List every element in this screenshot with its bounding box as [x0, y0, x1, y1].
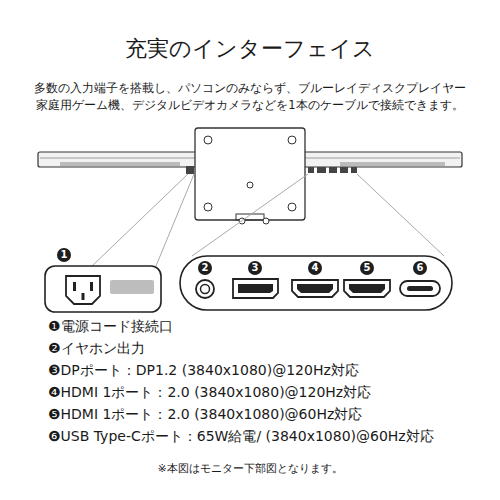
port-list-item: ❸DPポート：DP1.2 (3840x1080)@120Hz対応	[48, 362, 359, 379]
screw	[204, 203, 212, 211]
callout-number: 3	[248, 261, 262, 275]
callout-digit: 1	[61, 250, 68, 260]
callout-digit: 3	[252, 263, 259, 273]
leader-line	[357, 174, 444, 256]
stand-plate-outline	[195, 128, 305, 220]
screw	[288, 203, 296, 211]
port-small	[329, 167, 337, 173]
power-port-small	[186, 166, 194, 174]
power-box-outline	[45, 266, 161, 312]
power-switch	[110, 280, 154, 294]
vent	[340, 162, 445, 166]
port-box	[180, 256, 452, 310]
hdmi-port	[292, 280, 338, 297]
callout-number: 4	[308, 261, 322, 275]
callout-number: 2	[198, 261, 212, 275]
power-box	[45, 266, 161, 312]
earphone-jack-inner	[201, 285, 210, 294]
pin	[82, 293, 85, 300]
usb-c-port-inner	[407, 286, 433, 291]
screw	[263, 218, 269, 224]
port-small	[308, 167, 314, 173]
callout-digit: 5	[364, 263, 371, 273]
center-hole	[247, 182, 253, 188]
iec-connector	[66, 276, 100, 304]
hdmi-port	[344, 280, 390, 297]
pin	[73, 282, 76, 291]
dp-port-inner	[238, 284, 273, 293]
callout-digit: 4	[312, 263, 319, 273]
usb-c-port	[400, 281, 440, 296]
leader-lines	[92, 174, 444, 266]
vent	[60, 162, 180, 166]
leader-line	[192, 174, 308, 256]
port-list-item: ❶電源コード接続口	[48, 318, 173, 335]
description-text: 多数の入力端子を搭載し、パソコンのみならず、ブルーレイディスクプレイヤー	[34, 82, 466, 96]
callout-number: 6	[413, 261, 427, 275]
leader-line	[156, 174, 194, 266]
pin	[90, 282, 93, 291]
port-list-item: ❷イヤホン出力	[48, 340, 145, 357]
hdmi-port-inner	[297, 284, 333, 293]
port-small	[317, 167, 326, 173]
description-text: 家庭用ゲーム機、デジタルビデオカメラなどを1本のケーブルで接続できます。	[36, 99, 463, 113]
callout-digit: 2	[202, 263, 209, 273]
screw	[288, 136, 296, 144]
port-list-item: ❺HDMI 1ポート：2.0 (3840x1080)@60Hz対応	[48, 406, 362, 423]
footnote: ※本図はモニター下部図となります。	[157, 462, 342, 475]
dp-port	[233, 279, 278, 298]
screw	[204, 136, 212, 144]
port-small	[340, 167, 348, 173]
page-title: 充実のインターフェイス	[125, 36, 375, 62]
leader-line	[92, 174, 188, 266]
stand-plate	[195, 128, 305, 224]
callout-digit: 6	[417, 263, 424, 273]
earphone-jack	[196, 280, 214, 298]
port-strip	[186, 166, 357, 174]
callout-number: 5	[360, 261, 374, 275]
port-box-outline	[180, 256, 452, 310]
port-list-item: ❻USB Type-Cポート：65W給電/ (3840x1080)@60Hz対応	[48, 428, 434, 445]
port-list-item: ❹HDMI 1ポート：2.0 (3840x1080)@120Hz対応	[48, 384, 371, 401]
port-small	[351, 167, 357, 173]
hdmi-port-inner	[349, 284, 385, 293]
callout-number: 1	[57, 248, 71, 262]
